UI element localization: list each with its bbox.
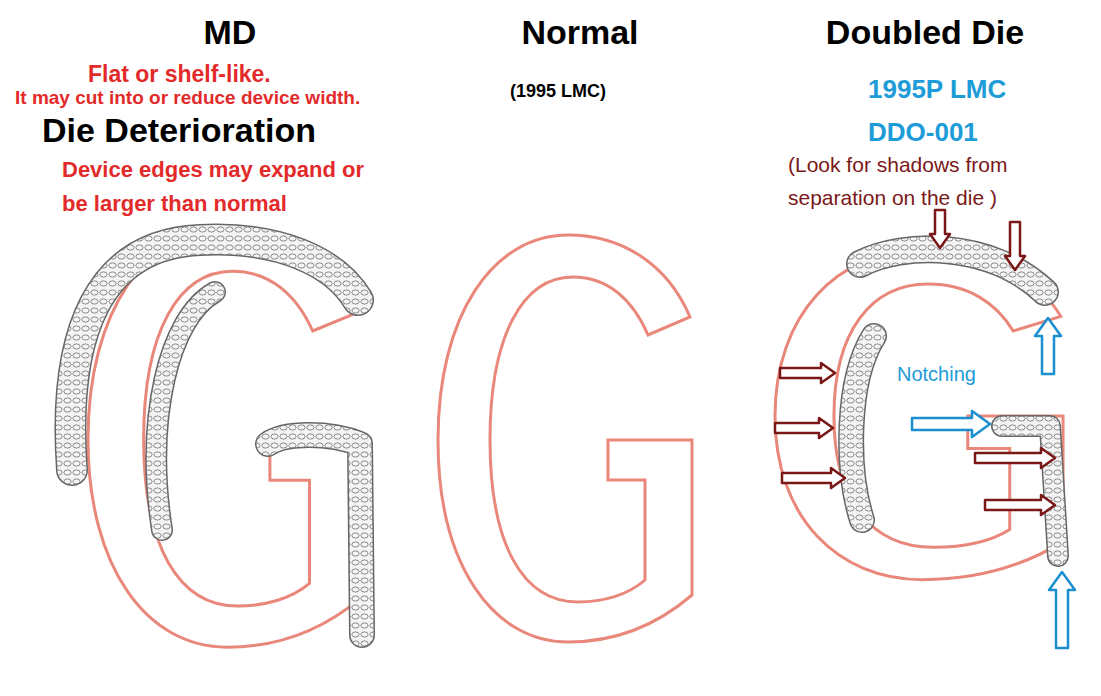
shadow-edge [851,336,874,520]
notch-arrow [912,411,990,437]
notching-label: Notching [897,362,976,386]
shelf-hatch [156,292,215,530]
pointer-arrow [1005,222,1025,270]
pointer-arrow [930,210,950,248]
column-heading: MD [130,12,330,52]
letter-outline [775,250,1063,580]
variety-number: DDO-001 [868,116,978,148]
pointer-arrow [782,468,845,488]
pointer-arrow [775,418,833,438]
md-note: Flat or shelf-like. [88,61,271,87]
notch-arrow [1035,318,1061,374]
shelf-edge [156,292,215,530]
letter-outline [438,235,692,642]
shelf-edge [268,435,362,635]
shelf-hatch [268,435,362,635]
pointer-arrow [985,495,1055,515]
shadow-edge [1002,426,1058,556]
pointer-arrow [975,448,1055,468]
coin-reference: 1995P LMC [868,73,1006,105]
doubled-die-letter [775,210,1075,648]
deterioration-note: Device edges may expand or be larger tha… [62,153,377,221]
shadow-note: (Look for shadows from separation on the… [788,148,1063,214]
coin-reference: (1995 LMC) [510,80,606,102]
notch-arrow [1049,572,1075,648]
column-heading: Normal [480,12,680,52]
column-heading: Doubled Die [800,12,1050,52]
section-heading: Die Deterioration [42,110,316,150]
md-letter [70,228,362,647]
shadow-hatch [1002,426,1058,556]
md-note: It may cut into or reduce device width. [15,87,360,109]
shadow-hatch [851,336,874,520]
pointer-arrow [780,363,835,383]
